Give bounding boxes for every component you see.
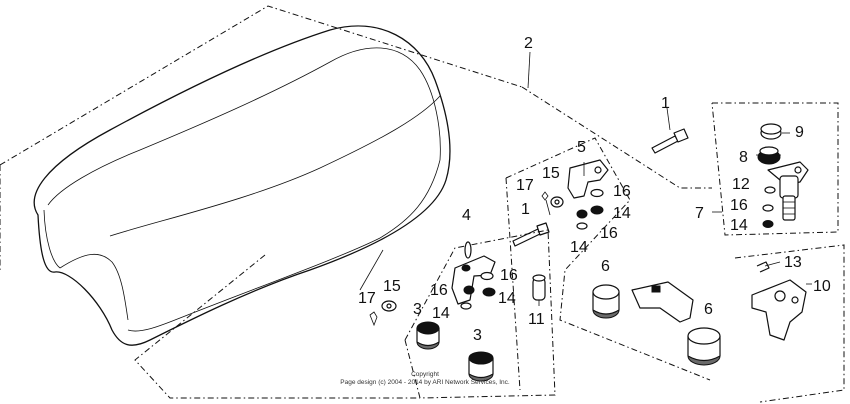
- callout-3: 3: [473, 327, 482, 344]
- callout-13: 13: [784, 254, 802, 271]
- callout-16: 16: [613, 183, 631, 200]
- hinge-assembly-box: [711, 102, 839, 236]
- bolt-1-top: [651, 107, 689, 154]
- callout-14: 14: [613, 205, 631, 222]
- callout-16: 16: [730, 197, 748, 214]
- callout-10: 10: [813, 278, 831, 295]
- callout-9: 9: [795, 124, 804, 141]
- callout-17: 17: [358, 290, 376, 307]
- copyright-line-2: Page design (c) 2004 - 2014 by ARI Netwo…: [340, 379, 510, 386]
- callout-15: 15: [383, 278, 401, 295]
- callout-5: 5: [577, 139, 586, 156]
- callout-labels: 2 1 9 8 5 15 17 16 12 1 14 16 7 16 14 4 …: [358, 35, 831, 344]
- callout-12: 12: [732, 176, 750, 193]
- rubber-6-and-plate: [592, 281, 721, 366]
- callout-7: 7: [695, 205, 704, 222]
- callout-14: 14: [730, 217, 748, 234]
- callout-15: 15: [542, 165, 560, 182]
- callout-1: 1: [521, 201, 530, 218]
- callout-6: 6: [704, 301, 713, 318]
- callout-8: 8: [739, 149, 748, 166]
- bracket-4-box: [404, 229, 556, 399]
- callout-14: 14: [570, 239, 588, 256]
- bracket-10: [734, 244, 845, 403]
- callout-4: 4: [462, 207, 471, 224]
- callout-16: 16: [600, 225, 618, 242]
- copyright-line-1: Copyright: [411, 371, 439, 378]
- callout-14: 14: [432, 305, 450, 322]
- callout-1: 1: [661, 95, 670, 112]
- spring-washer-left: [359, 249, 397, 327]
- callout-16: 16: [500, 267, 518, 284]
- callout-2: 2: [524, 35, 533, 52]
- callout-3: 3: [413, 301, 422, 318]
- seat: [33, 25, 451, 346]
- leader-2: [527, 51, 531, 89]
- callout-6: 6: [601, 258, 610, 275]
- callout-11: 11: [528, 311, 545, 328]
- callout-14: 14: [498, 290, 516, 307]
- callout-16: 16: [430, 282, 448, 299]
- callout-17: 17: [516, 177, 534, 194]
- seat-assembly-boundary: [0, 5, 712, 399]
